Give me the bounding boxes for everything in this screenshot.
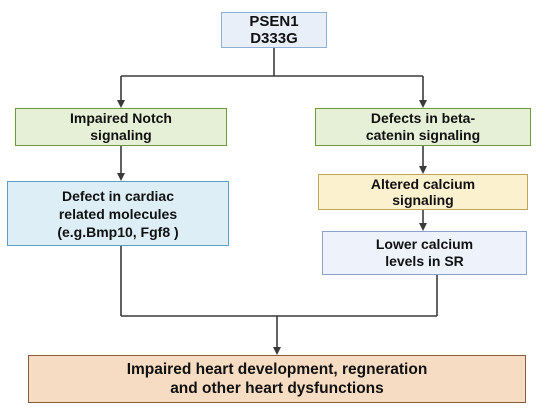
node-line: Lower calcium xyxy=(375,236,474,252)
node-line: Altered calcium xyxy=(370,176,476,192)
node-line: levels in SR xyxy=(385,253,464,269)
node-altered-calcium: Altered calcium signaling xyxy=(318,174,528,210)
node-line: signaling xyxy=(90,127,152,143)
node-line: Defects in beta- xyxy=(370,110,476,126)
node-line: catenin signaling xyxy=(365,127,481,143)
node-beta-catenin-defects: Defects in beta- catenin signaling xyxy=(315,108,531,146)
node-line: D333G xyxy=(250,30,298,47)
node-line: related molecules xyxy=(58,205,178,222)
node-cardiac-molecules: Defect in cardiac related molecules (e.g… xyxy=(7,181,229,246)
node-line: Defect in cardiac xyxy=(61,187,175,204)
node-psen1-d333g: PSEN1 D333G xyxy=(221,12,327,48)
node-line: and other heart dysfunctions xyxy=(170,380,384,397)
node-line: PSEN1 xyxy=(249,13,299,30)
node-heart-outcome: Impaired heart development, regneration … xyxy=(28,355,526,403)
node-line: Impaired heart development, regneration xyxy=(126,361,428,378)
node-line: Impaired Notch xyxy=(70,110,172,126)
node-line: (e.g.Bmp10, Fgf8 ) xyxy=(57,223,179,240)
node-line: signaling xyxy=(392,192,454,208)
node-impaired-notch: Impaired Notch signaling xyxy=(15,108,227,146)
node-lower-calcium-sr: Lower calcium levels in SR xyxy=(322,231,527,275)
